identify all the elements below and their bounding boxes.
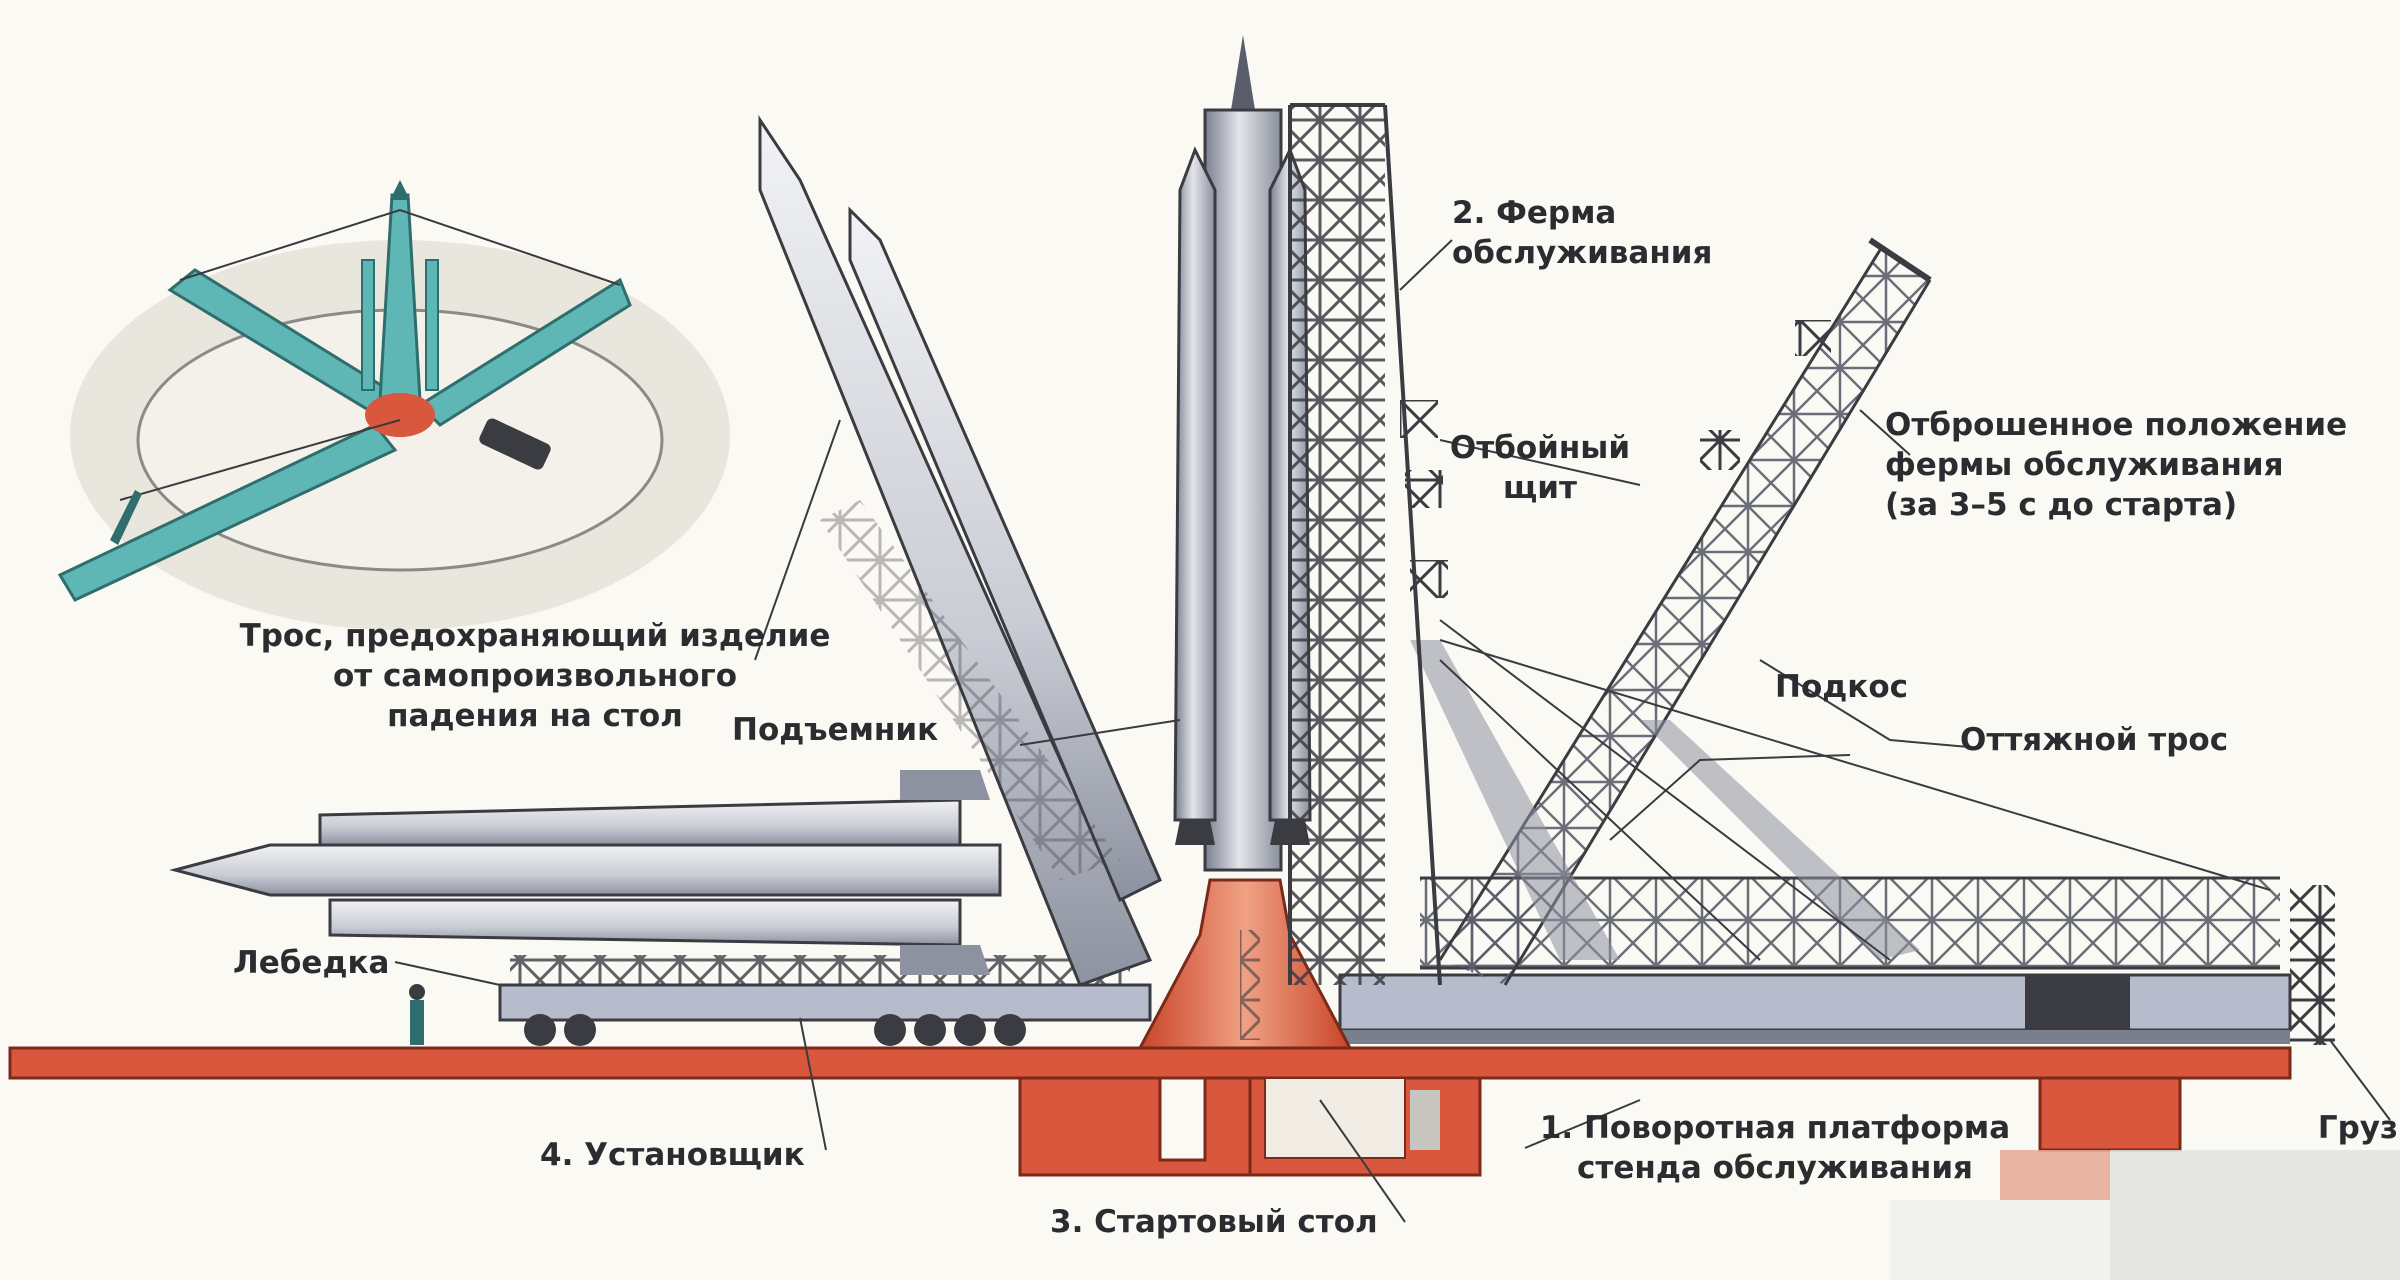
- launch-table: [1137, 878, 1353, 1050]
- transport-truck-icon: [479, 418, 551, 470]
- label-counterweight: Груз: [2317, 1110, 2398, 1146]
- worker-figure-icon: [409, 984, 425, 1045]
- label-safety-cable: Трос, предохраняющий изделие от самопрои…: [239, 618, 831, 734]
- watermark-blocks: [1890, 1150, 2400, 1280]
- struts: [1410, 640, 1920, 960]
- label-winch: Лебедка: [233, 945, 390, 981]
- service-truss: [1288, 103, 1448, 986]
- label-guy-cable: Оттяжной трос: [1960, 722, 2229, 758]
- horizontal-rocket: [169, 770, 1002, 975]
- retracted-service-truss: [1438, 237, 1932, 986]
- launch-complex-overview-icon: [57, 180, 730, 630]
- label-strut: Подкос: [1775, 669, 1908, 705]
- label-retracted-truss: Отброшенное положение фермы обслуживания…: [1885, 407, 2348, 523]
- label-lifter: Подъемник: [732, 712, 939, 748]
- tilted-rocket-on-lifter: [758, 115, 1162, 987]
- label-launch-table: 3. Стартовый стол: [1050, 1204, 1378, 1240]
- label-rotating-platform: 1. Поворотная платформа стенда обслужива…: [1539, 1110, 2011, 1186]
- label-service-truss: 2. Ферма обслуживания: [1452, 195, 1713, 271]
- label-erector: 4. Установщик: [540, 1137, 805, 1173]
- ground-foundation: [8, 1046, 2292, 1177]
- erector: [169, 770, 1152, 1046]
- label-blast-shield: Отбойный щит: [1449, 430, 1631, 506]
- leader-lines: [394, 239, 2391, 1223]
